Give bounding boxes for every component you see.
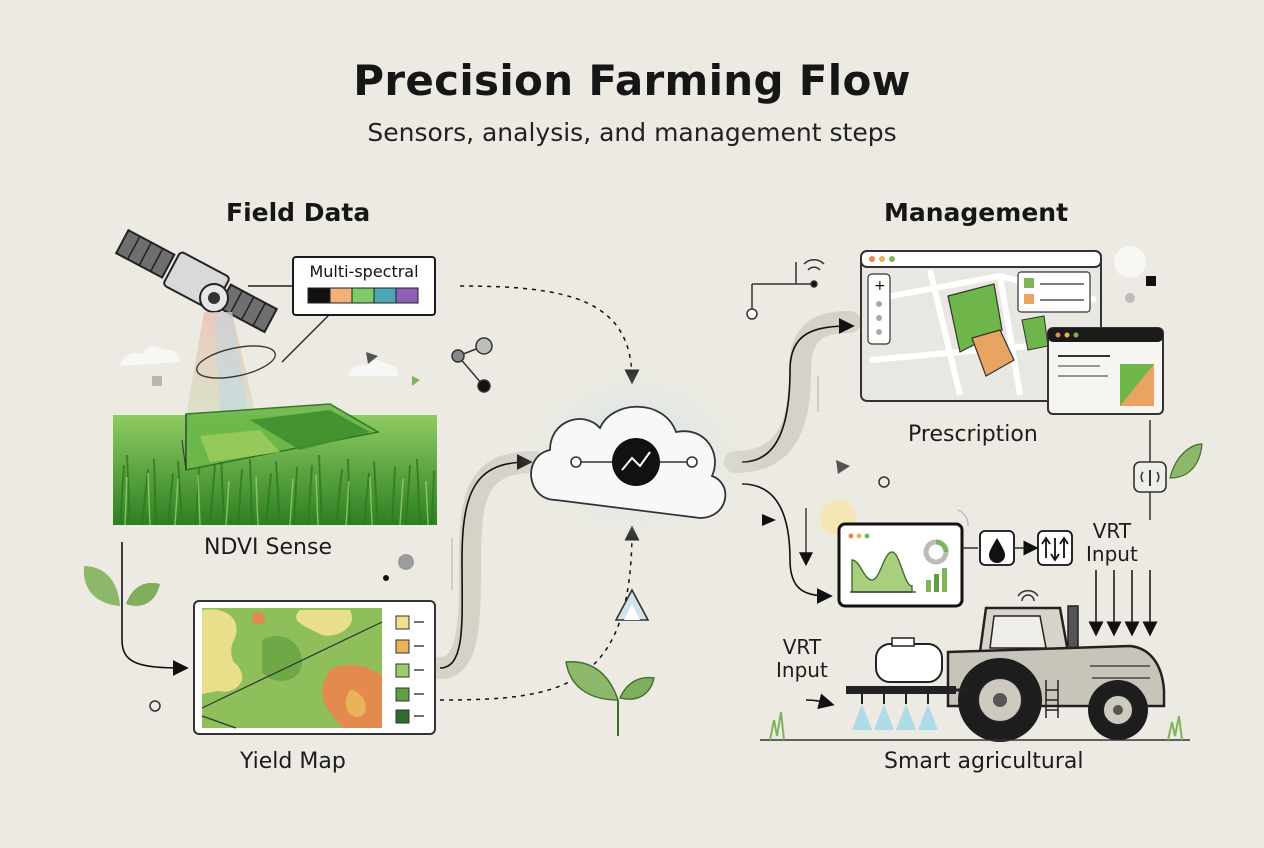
network-nodes-icon — [451, 337, 493, 393]
prescription-label: Prescription — [908, 422, 1038, 447]
multi-spectral-label: Multi-spectral — [309, 262, 419, 281]
spectral-beam — [182, 312, 262, 440]
satellite-icon — [114, 228, 279, 334]
flow-bands — [429, 311, 861, 679]
swatch-1 — [307, 287, 331, 304]
yield-map — [193, 600, 436, 735]
sprayer-icon — [846, 637, 970, 730]
seedling-icon — [565, 661, 655, 736]
page-title: Precision Farming Flow — [353, 56, 911, 105]
vrt-input-arrows — [1088, 570, 1158, 637]
svg-text:+: + — [874, 278, 886, 294]
ndvi-field — [113, 403, 437, 526]
swatch-5 — [395, 287, 419, 304]
yield-legend — [395, 615, 424, 724]
leaf-icon — [1169, 443, 1203, 479]
yield-map-label: Yield Map — [240, 749, 346, 774]
vrt-input-label-right: VRT Input — [1086, 519, 1138, 566]
smart-agricultural-label: Smart agricultural — [884, 749, 1084, 774]
sort-arrows-icon — [1037, 530, 1073, 566]
signal-beacon-icon — [614, 588, 650, 621]
section-heading-field-data: Field Data — [226, 198, 371, 227]
swatch-2 — [329, 287, 353, 304]
antenna-icon — [746, 259, 825, 320]
swatch-3 — [351, 287, 375, 304]
leaf-icon — [83, 566, 160, 606]
swatch-4 — [373, 287, 397, 304]
drop-icon — [979, 530, 1015, 566]
tractor-icon — [946, 589, 1166, 742]
report-window — [1047, 327, 1164, 415]
cell-tower-icon — [1133, 420, 1167, 520]
analytics-monitor — [837, 509, 969, 608]
ndvi-sense-label: NDVI Sense — [204, 535, 332, 560]
multi-spectral-box: Multi-spectral — [292, 256, 436, 316]
page-subtitle: Sensors, analysis, and management steps — [367, 118, 897, 147]
section-heading-management: Management — [884, 198, 1069, 227]
cloud-analytics-icon — [506, 355, 766, 555]
vrt-input-label-left: VRT Input — [776, 635, 828, 682]
spectral-swatches — [307, 287, 419, 304]
